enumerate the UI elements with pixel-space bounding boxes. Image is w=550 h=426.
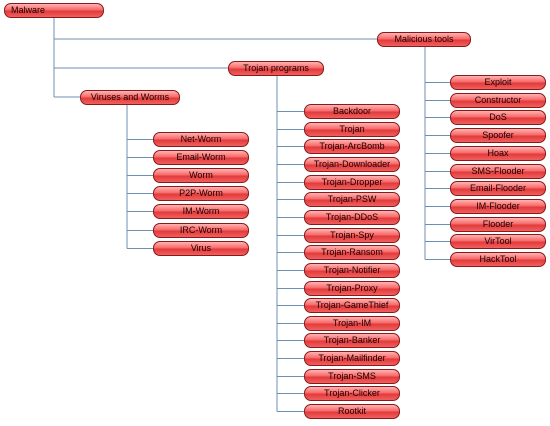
trojan-programs-item: Backdoor bbox=[304, 104, 400, 119]
malicious-tools-item: DoS bbox=[450, 110, 546, 125]
trojan-programs-item: Trojan-Banker bbox=[304, 333, 400, 348]
trojan-programs-item: Trojan-Dropper bbox=[304, 175, 400, 190]
node-viruses-and-worms: Viruses and Worms bbox=[80, 90, 180, 105]
viruses-and-worms-item: IM-Worm bbox=[153, 204, 249, 219]
malicious-tools-item: VirTool bbox=[450, 234, 546, 249]
trojan-programs-item: Trojan-DDoS bbox=[304, 210, 400, 225]
viruses-and-worms-item: Worm bbox=[153, 168, 249, 183]
node-malicious-tools: Malicious tools bbox=[377, 32, 471, 47]
viruses-and-worms-item: Virus bbox=[153, 241, 249, 256]
trojan-programs-item: Trojan-Mailfinder bbox=[304, 351, 400, 366]
malicious-tools-item: Exploit bbox=[450, 75, 546, 90]
malicious-tools-item: Flooder bbox=[450, 217, 546, 232]
malicious-tools-item: Spoofer bbox=[450, 128, 546, 143]
trojan-programs-item: Trojan-SMS bbox=[304, 369, 400, 384]
malicious-tools-item: IM-Flooder bbox=[450, 199, 546, 214]
malicious-tools-item: Constructor bbox=[450, 93, 546, 108]
viruses-and-worms-item: IRC-Worm bbox=[153, 223, 249, 238]
trojan-programs-item: Trojan-Notifier bbox=[304, 263, 400, 278]
trojan-programs-item: Trojan-Ransom bbox=[304, 245, 400, 260]
trojan-programs-item: Trojan-ArcBomb bbox=[304, 139, 400, 154]
viruses-and-worms-item: Email-Worm bbox=[153, 150, 249, 165]
malicious-tools-item: SMS-Flooder bbox=[450, 164, 546, 179]
node-malware: Malware bbox=[4, 3, 104, 18]
malicious-tools-item: Hoax bbox=[450, 146, 546, 161]
trojan-programs-item: Trojan-GameThief bbox=[304, 298, 400, 313]
node-trojan-programs: Trojan programs bbox=[228, 61, 324, 76]
trojan-programs-item: Trojan-Clicker bbox=[304, 386, 400, 401]
trojan-programs-item: Trojan-Spy bbox=[304, 228, 400, 243]
viruses-and-worms-item: Net-Worm bbox=[153, 132, 249, 147]
trojan-programs-item: Trojan-PSW bbox=[304, 192, 400, 207]
malicious-tools-item: Email-Flooder bbox=[450, 181, 546, 196]
trojan-programs-item: Trojan-Downloader bbox=[304, 157, 400, 172]
trojan-programs-item: Trojan-IM bbox=[304, 316, 400, 331]
trojan-programs-item: Trojan-Proxy bbox=[304, 281, 400, 296]
viruses-and-worms-item: P2P-Worm bbox=[153, 186, 249, 201]
trojan-programs-item: Trojan bbox=[304, 122, 400, 137]
trojan-programs-item: Rootkit bbox=[304, 404, 400, 419]
malicious-tools-item: HackTool bbox=[450, 252, 546, 267]
